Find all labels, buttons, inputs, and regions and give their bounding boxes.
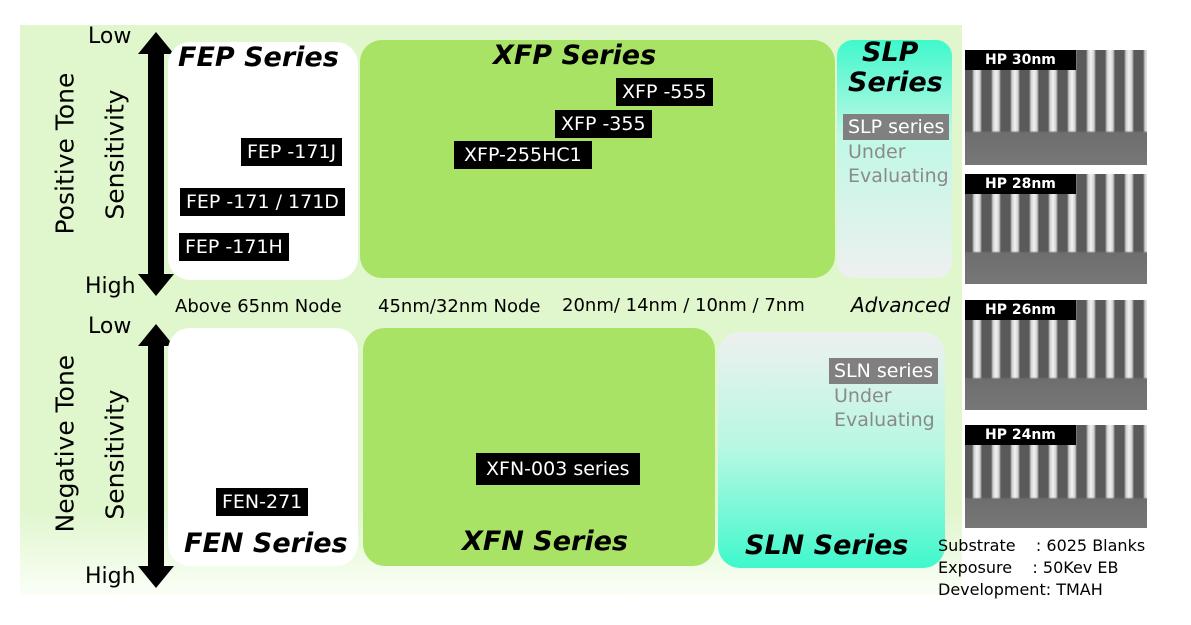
condition-row: Exposure : 50Kev EB <box>938 558 1119 577</box>
positive-high-label: High <box>85 274 136 299</box>
product-label: XFP-255HC1 <box>454 141 592 169</box>
slp-series-box <box>837 40 952 278</box>
fen-series-title: FEN Series <box>184 528 348 559</box>
product-label: FEN-271 <box>216 488 309 516</box>
negative-low-label: Low <box>88 314 132 339</box>
positive-sensitivity-label: Sensitivity <box>100 89 130 220</box>
product-label: XFN-003 series <box>476 453 640 485</box>
xfn-series-title: XFN Series <box>462 526 628 557</box>
slp-status: Under <box>848 141 906 163</box>
sln-status: Under <box>834 385 892 407</box>
negative-tone-label: Negative Tone <box>50 354 80 533</box>
sln-series-title: SLN Series <box>745 530 909 561</box>
node-label: 20nm/ 14nm / 10nm / 7nm <box>562 295 805 316</box>
negative-high-label: High <box>85 564 136 589</box>
slp-series-label: SLP series <box>843 114 950 140</box>
product-label: XFP -355 <box>555 110 652 138</box>
slp-status: Evaluating <box>848 165 949 187</box>
sem-label: HP 30nm <box>965 50 1076 70</box>
sem-label: HP 24nm <box>965 425 1076 445</box>
node-label: Above 65nm Node <box>175 296 342 317</box>
sem-image: HP 28nm <box>965 174 1147 284</box>
slp-series-title-line1: SLP <box>862 37 919 68</box>
condition-row: Substrate : 6025 Blanks <box>938 536 1146 555</box>
sem-label: HP 28nm <box>965 174 1076 194</box>
sln-series-label: SLN series <box>829 358 939 384</box>
slp-series-title-line2: Series <box>848 67 943 98</box>
product-label: FEP -171 / 171D <box>180 188 345 216</box>
sem-image: HP 24nm <box>965 425 1147 528</box>
node-label: 45nm/32nm Node <box>378 296 541 317</box>
product-label: FEP -171H <box>179 233 289 261</box>
positive-tone-label: Positive Tone <box>50 72 80 235</box>
positive-low-label: Low <box>88 24 132 49</box>
xfp-series-box <box>360 40 835 278</box>
negative-sensitivity-label: Sensitivity <box>100 389 130 520</box>
xfp-series-title: XFP Series <box>493 40 657 71</box>
sem-image: HP 30nm <box>965 50 1147 165</box>
fen-series-box <box>168 328 358 566</box>
sensitivity-arrow-icon <box>138 324 174 588</box>
sln-status: Evaluating <box>834 409 935 431</box>
product-label: XFP -555 <box>616 78 713 106</box>
fep-series-title: FEP Series <box>178 42 339 73</box>
node-label: Advanced <box>851 293 951 317</box>
sensitivity-arrow-icon <box>138 32 174 296</box>
sem-image: HP 26nm <box>965 300 1147 410</box>
sem-label: HP 26nm <box>965 300 1076 320</box>
product-label: FEP -171J <box>241 138 343 166</box>
condition-row: Development: TMAH <box>938 580 1103 599</box>
xfn-series-box <box>363 328 715 566</box>
